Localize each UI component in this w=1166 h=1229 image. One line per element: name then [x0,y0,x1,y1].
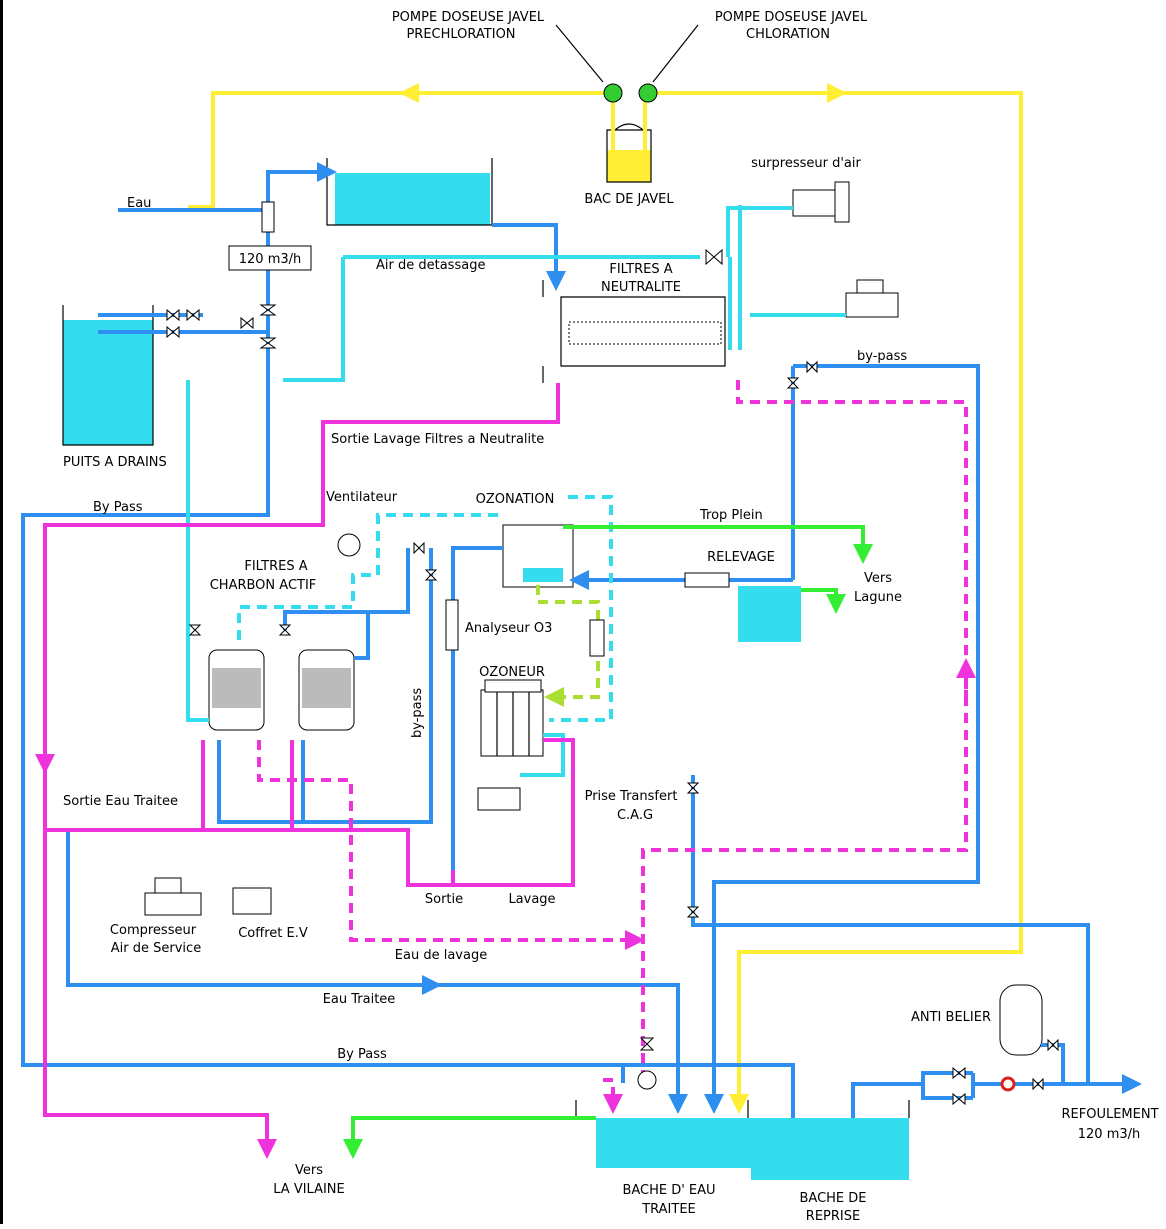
label-eau: Eau [127,196,151,211]
label-prise-transfert-2: C.A.G [617,808,653,823]
filtre-neutralite-vessel [542,280,726,383]
debit-box [228,245,312,271]
ozone-injector-icon [589,619,605,657]
air-lines [186,205,846,777]
label-lavage: Lavage [508,892,555,907]
label-ozoneur: OZONEUR [479,665,545,680]
label-coffret: Coffret E.V [238,926,308,941]
bac-de-javel [606,123,652,183]
label-pompe-prechloration-2: PRECHLORATION [406,27,515,42]
label-refoulement-2: 120 m3/h [1078,1127,1141,1142]
label-vers-lagune-2: Lagune [854,590,902,605]
bache-reprise-tank [747,1100,910,1180]
label-sortie: Sortie [425,892,463,907]
label-vers-vilaine-1: Vers [295,1163,323,1178]
label-filtres-charbon-1: FILTRES A [244,559,307,574]
flowmeter-icon [261,201,275,233]
label-filtres-neutralite-2: NEUTRALITE [601,280,681,295]
label-compresseur-2: Air de Service [111,941,201,956]
label-sortie-eau-traitee: Sortie Eau Traitee [63,794,178,809]
puits-a-drains-tank [62,305,154,446]
label-bache-reprise-1: BACHE DE [799,1191,866,1206]
label-pompe-chloration-2: CHLORATION [746,27,830,42]
ozoneur-unit [480,679,544,757]
label-filtres-neutralite-1: FILTRES A [609,262,672,277]
label-bache-eau-traitee-1: BACHE D' EAU [622,1183,715,1198]
bache-eau-traitee-tank [575,1100,753,1168]
label-vers-vilaine-2: LA VILAINE [273,1182,345,1197]
anti-belier-vessel [999,984,1043,1056]
label-anti-belier: ANTI BELIER [911,1010,991,1025]
label-compresseur-1: Compresseur [110,923,197,938]
valve-icons [166,248,1059,1106]
pump-chloration-icon [638,83,658,103]
label-bac-javel: BAC DE JAVEL [584,192,674,207]
label-bache-eau-traitee-2: TRAITEE [641,1202,696,1217]
labels: POMPE DOSEUSE JAVEL PRECHLORATION POMPE … [63,10,1159,1224]
label-by-pass-vertical: by-pass [410,688,425,738]
air-compressor-top [845,279,899,318]
label-air-detassage: Air de detassage [376,258,485,273]
coffret-ev-box [232,887,272,915]
top-settling-tank [326,158,493,226]
label-by-pass-left: By Pass [93,500,143,515]
label-surpresseur: surpresseur d'air [751,156,861,171]
label-refoulement-1: REFOULEMENT [1061,1107,1158,1122]
label-filtres-charbon-2: CHARBON ACTIF [210,578,317,593]
label-eau-de-lavage: Eau de lavage [395,948,487,963]
label-puits: PUITS A DRAINS [63,455,167,470]
label-trop-plein: Trop Plein [699,508,763,523]
pump-prechloration-icon [603,83,623,103]
label-analyseur: Analyseur O3 [465,621,552,636]
label-debit: 120 m3/h [239,252,302,267]
label-sortie-lavage: Sortie Lavage Filtres a Neutralite [331,432,544,447]
leader-lines [555,24,699,83]
filtre-charbon-2 [298,649,355,731]
filtre-charbon-1 [208,649,265,731]
chlorine-lines [188,83,1023,1114]
ventilateur-icon [337,533,361,557]
overflow-lines [343,525,873,1159]
label-prise-transfert-1: Prise Transfert [585,789,678,804]
relevage-tank [738,586,801,642]
label-eau-traitee: Eau Traitee [323,992,396,1007]
label-vers-lagune-1: Vers [864,571,892,586]
label-pompe-chloration-1: POMPE DOSEUSE JAVEL [715,10,868,25]
label-ozonation: OZONATION [476,492,555,507]
label-pompe-prechloration-1: POMPE DOSEUSE JAVEL [392,10,545,25]
check-valve-icon [1000,1076,1016,1092]
label-by-pass-top: by-pass [857,349,907,364]
wash-lines [35,380,976,1159]
transfer-pump-icon [637,1070,657,1090]
relevage-pump-icon [684,572,730,588]
compresseur-machine [144,877,202,916]
surpresseur-machine [792,181,850,223]
label-bache-reprise-2: REPRISE [806,1209,860,1224]
label-relevage: RELEVAGE [707,550,775,565]
ozone-pump [477,787,521,811]
ozonation-tank [502,524,574,588]
analyseur-o3-icon [445,599,459,651]
label-by-pass-bottom: By Pass [337,1047,387,1062]
label-ventilateur: Ventilateur [326,490,398,505]
